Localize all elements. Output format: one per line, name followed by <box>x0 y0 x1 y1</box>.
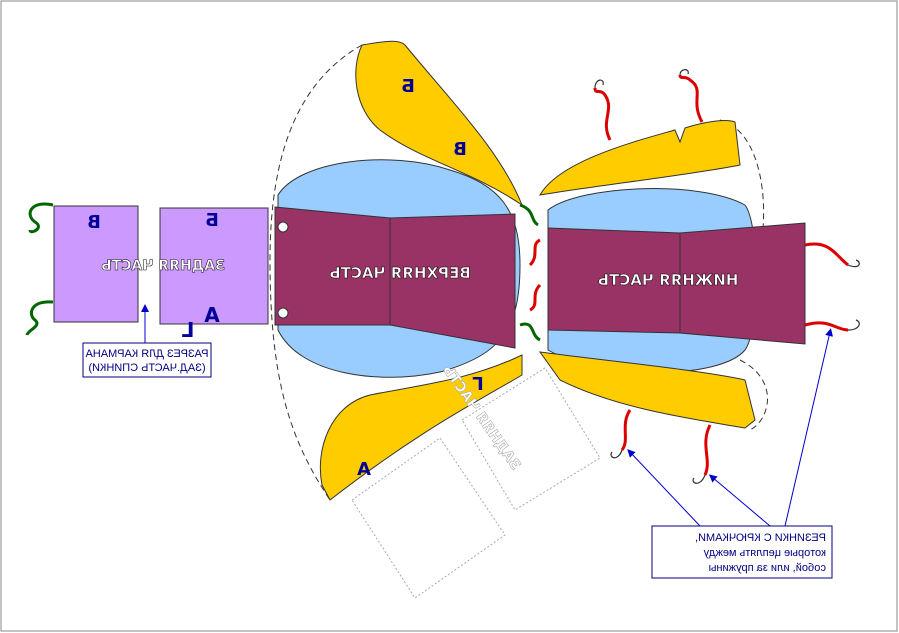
dashed-outline-left <box>269 44 363 501</box>
pocket-note-line-2: (ЗАД.ЧАСТЬ СПИНКИ) <box>88 362 205 374</box>
letter-g-wing: Г <box>472 374 483 395</box>
elastic-green-3 <box>519 203 539 227</box>
label-back-part: ЗАДНЯЯ ЧАСТЬ <box>101 258 225 274</box>
pocket-note-line-1: РАЗРЕЗ ДЛЯ КАРМАНА <box>85 348 209 360</box>
elastic-green-2 <box>25 300 54 336</box>
letter-b-wing: Б <box>401 76 415 97</box>
red-elastics <box>528 74 849 476</box>
pocket-note-box <box>82 342 212 378</box>
label-bottom-part: НИЖНЯЯ ЧАСТЬ <box>598 271 739 289</box>
letter-v-back: В <box>87 212 101 233</box>
elastic-arrow-2 <box>708 474 771 527</box>
elastic-note-line-2: которые цеплять между <box>703 547 826 559</box>
letter-a-back: А <box>204 303 220 327</box>
hole-marker-2 <box>277 307 289 319</box>
bottom-wing-upper <box>539 120 741 196</box>
label-top-part: ВЕРХНЯЯ ЧАСТЬ <box>329 264 471 282</box>
elastic-green-4 <box>519 322 541 342</box>
hook-icons <box>594 69 860 484</box>
hole-marker-1 <box>277 221 289 233</box>
letter-g-back: Г <box>181 317 194 341</box>
letter-v-wing: В <box>453 139 467 160</box>
ghost-back-part <box>351 367 601 599</box>
top-part-right-panel <box>389 213 516 349</box>
back-part-left-panel <box>53 205 139 323</box>
letter-a-wing: А <box>357 459 371 480</box>
elastic-arrow-1 <box>627 449 701 527</box>
back-part-right-panel <box>159 207 269 325</box>
elastic-note-box <box>651 525 833 579</box>
bottom-part-right-panel <box>679 222 806 345</box>
bottom-wing-lower <box>538 351 756 429</box>
top-wing-upper <box>355 40 524 207</box>
top-wing-lower <box>319 354 523 501</box>
elastic-note-line-3: собой, или за пружины <box>708 562 826 574</box>
elastic-note-line-1: РЕЗИНКИ С КРЮЧКАМИ, <box>695 532 826 544</box>
elastic-arrow-3 <box>784 328 833 527</box>
elastic-green-1 <box>28 202 54 234</box>
letter-b-back: Б <box>205 210 219 231</box>
